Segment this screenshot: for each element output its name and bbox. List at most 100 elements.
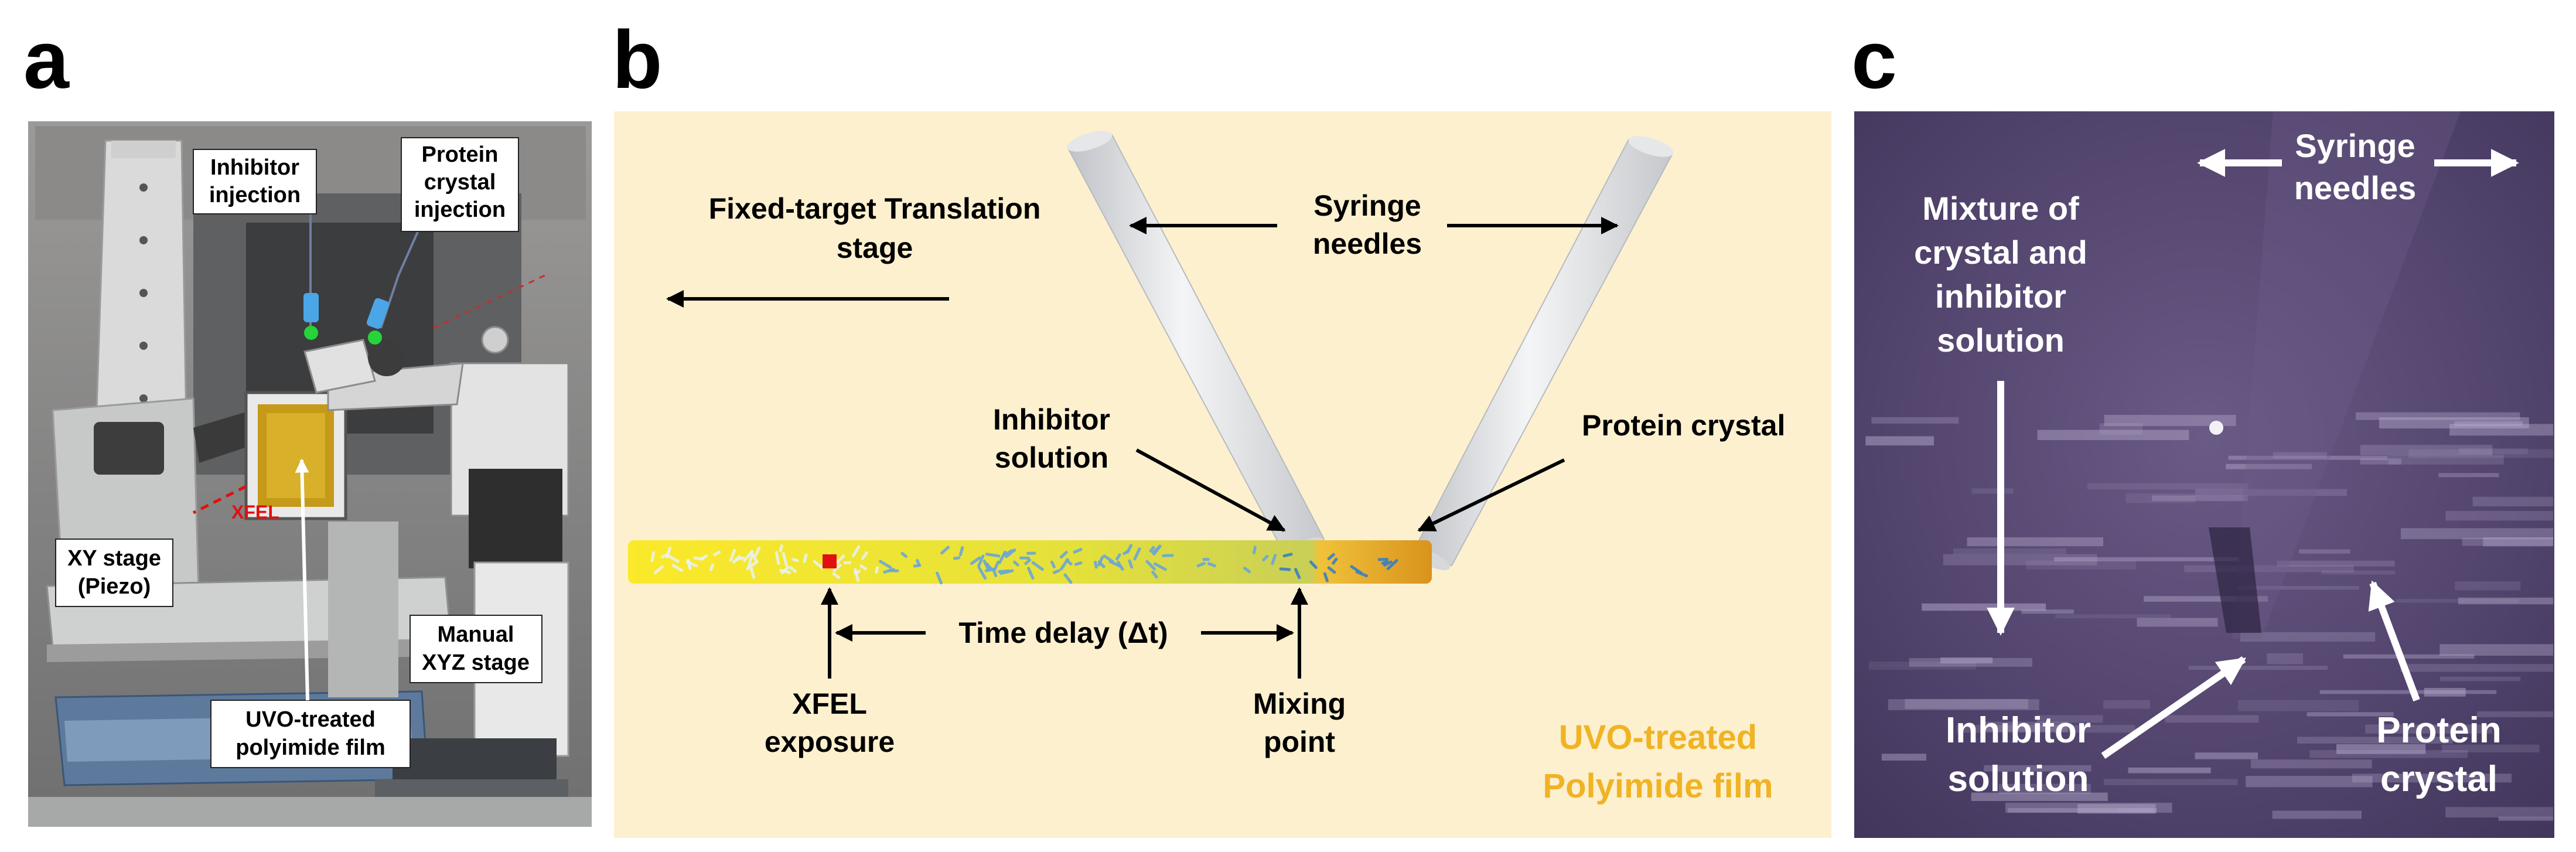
crystal-particle bbox=[791, 558, 799, 563]
crystal-particle bbox=[1103, 554, 1114, 563]
crystal-particle bbox=[732, 555, 741, 564]
label-translation-stage-line1: Fixed-target Translation bbox=[709, 192, 1041, 225]
micrograph-streak bbox=[2401, 528, 2553, 540]
micrograph-streak bbox=[1998, 783, 2091, 794]
crystal-particle bbox=[1026, 567, 1035, 580]
micrograph-streak bbox=[2195, 489, 2347, 496]
crystal-particle bbox=[746, 560, 759, 571]
crystal-particle bbox=[936, 571, 943, 585]
label-syringe-needles-c-line1: Syringe bbox=[2295, 127, 2415, 164]
micrograph-streak bbox=[2477, 711, 2553, 717]
crystal-particle bbox=[1350, 565, 1362, 574]
label-uvo-film-line1: UVO-treated bbox=[245, 707, 376, 732]
micrograph-streak bbox=[2104, 415, 2236, 427]
micrograph-streak bbox=[2424, 688, 2466, 697]
crystal-particle bbox=[986, 563, 992, 570]
micrograph-streak bbox=[2026, 560, 2137, 570]
micrograph-streak bbox=[1983, 721, 2068, 732]
micrograph-streak bbox=[2455, 581, 2521, 591]
crystal-particle bbox=[1381, 560, 1389, 565]
crystal-particle bbox=[1202, 558, 1210, 561]
crystal-particle bbox=[1145, 560, 1156, 571]
crystal-particle bbox=[1115, 553, 1121, 561]
micrograph-streak bbox=[2321, 570, 2396, 575]
crystal-particle bbox=[888, 569, 899, 572]
crystal-particle bbox=[789, 565, 797, 573]
crystal-particle bbox=[693, 556, 705, 561]
micrograph-streak bbox=[2273, 452, 2327, 459]
arrow-inhibitor-solution-c bbox=[2101, 656, 2246, 759]
micrograph-streak bbox=[2077, 803, 2156, 814]
crystal-particle bbox=[782, 552, 789, 567]
micrograph-streak bbox=[2396, 599, 2519, 603]
arrow-inhibitor-solution-b bbox=[1135, 448, 1286, 532]
micrograph-streak bbox=[1943, 554, 2097, 565]
micrograph-streak bbox=[2498, 816, 2553, 821]
micrograph-streak bbox=[2299, 549, 2350, 554]
label-uvo-film-line2: polyimide film bbox=[236, 735, 385, 760]
label-protein-crystal-c-line1: Protein bbox=[2376, 710, 2502, 751]
label-inhibitor-solution-b-line2: solution bbox=[995, 441, 1108, 474]
crystal-particle bbox=[1019, 556, 1030, 560]
micrograph-streak bbox=[2165, 715, 2259, 723]
crystal-particle bbox=[779, 568, 791, 574]
crystal-particles bbox=[650, 544, 1398, 585]
crystal-particle bbox=[1122, 549, 1130, 555]
crystal-particle bbox=[1327, 566, 1336, 574]
arrow-protein-crystal-c bbox=[2368, 580, 2420, 702]
micrograph-streak bbox=[2307, 712, 2394, 717]
crystal-particle bbox=[1024, 558, 1032, 565]
crystal-particle bbox=[1207, 562, 1216, 568]
crystal-particle bbox=[774, 551, 780, 565]
crystal-particle bbox=[1279, 567, 1291, 571]
crystal-particle bbox=[1026, 551, 1036, 555]
label-film-b-line1: UVO-treated bbox=[1559, 718, 1757, 756]
crystal-particle bbox=[913, 564, 922, 568]
arrow-protein-crystal-b bbox=[1417, 458, 1565, 532]
micrograph-streak bbox=[2360, 445, 2493, 456]
micrograph-streak bbox=[2458, 597, 2553, 605]
crystal-particle bbox=[1309, 560, 1318, 569]
micrograph-streak bbox=[2472, 496, 2553, 507]
crystal-particle bbox=[1128, 559, 1134, 569]
crystal-particle bbox=[712, 550, 721, 557]
micrograph-streak bbox=[1909, 658, 2032, 667]
micrograph-streak bbox=[2054, 557, 2239, 561]
label-manual-xyz-stage: Manual XYZ stage bbox=[410, 615, 543, 683]
label-protein-crystal-injection-line2: crystal bbox=[424, 170, 496, 195]
label-protein-crystal-injection-line1: Protein bbox=[422, 142, 499, 167]
micrograph-streak bbox=[2152, 495, 2248, 502]
micrograph-streak bbox=[2462, 537, 2553, 546]
crystal-particle bbox=[832, 563, 842, 572]
crystal-particle bbox=[1005, 548, 1016, 558]
micrograph-streak bbox=[1967, 537, 2103, 547]
micrograph-streak bbox=[2128, 767, 2211, 773]
micrograph-streak bbox=[1940, 657, 1993, 664]
crystal-particle bbox=[940, 546, 950, 555]
crystal-particle bbox=[1327, 553, 1335, 561]
label-syringe-needles-c-line2: needles bbox=[2294, 169, 2417, 206]
crystal-particle bbox=[1243, 567, 1251, 574]
micrograph-streak bbox=[2250, 759, 2372, 769]
micrograph-streak bbox=[2483, 537, 2553, 547]
crystal-particle bbox=[1151, 570, 1158, 579]
micrograph-streak bbox=[2246, 776, 2373, 788]
micrograph-streak bbox=[1905, 698, 2028, 709]
crystal-particle bbox=[1271, 554, 1277, 565]
micrograph-streak bbox=[2438, 473, 2499, 478]
micrograph-streak bbox=[2240, 632, 2376, 642]
crystal-particle bbox=[671, 564, 684, 572]
micrograph-streak bbox=[2439, 676, 2521, 681]
micrograph-streak bbox=[2439, 644, 2553, 656]
micrograph-streak bbox=[2388, 455, 2504, 465]
crystal-particle bbox=[953, 556, 961, 560]
label-mixing-point-line2: point bbox=[1264, 725, 1336, 758]
crystal-particle bbox=[779, 544, 783, 553]
crystal-particle bbox=[982, 559, 990, 571]
xfel-exposure-spot bbox=[823, 554, 837, 568]
crystal-particle bbox=[749, 567, 756, 579]
micrograph-streak bbox=[2445, 510, 2553, 521]
micrograph-streak bbox=[2400, 664, 2553, 672]
crystal-particle bbox=[1383, 560, 1393, 567]
